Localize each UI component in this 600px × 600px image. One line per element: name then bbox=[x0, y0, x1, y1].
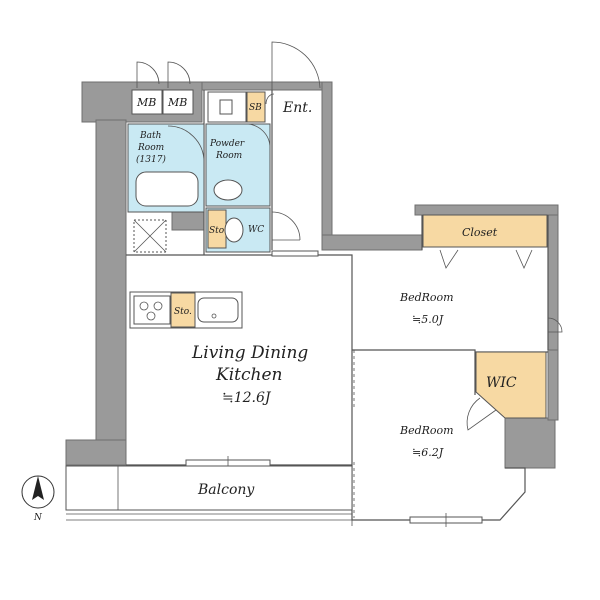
mb-label-2: MB bbox=[167, 96, 187, 109]
entrance: SB Ent. bbox=[207, 41, 321, 123]
bedroom-2: BedRoom ≒6.2J bbox=[353, 424, 454, 518]
powder-label-line1: Powder bbox=[209, 139, 245, 149]
closet-label: Closet bbox=[462, 226, 498, 239]
living-label-line1: Living Dining bbox=[191, 343, 308, 363]
closet: Closet bbox=[422, 214, 548, 269]
wic: WIC bbox=[466, 351, 547, 431]
living-dining-kitchen: Living Dining Kitchen ≒12.6J bbox=[191, 343, 355, 410]
balcony-label: Balcony bbox=[197, 482, 255, 498]
bath-label-line2: Room bbox=[137, 143, 164, 153]
wc-storage-label: Sto. bbox=[209, 226, 227, 236]
bath-label-line1: Bath bbox=[139, 131, 161, 141]
wic-label: WIC bbox=[486, 375, 517, 391]
mb-label-1: MB bbox=[136, 96, 156, 109]
kitchen-counter: Sto. bbox=[129, 291, 243, 329]
kitchen-storage-label: Sto. bbox=[174, 307, 192, 317]
sb-label: SB bbox=[249, 103, 262, 113]
powder-label-line2: Room bbox=[215, 151, 242, 161]
north-arrow-icon: N bbox=[21, 475, 55, 523]
bedroom-1-name: BedRoom bbox=[399, 291, 454, 304]
north-label: N bbox=[33, 513, 43, 523]
meter-boxes: MB MB bbox=[131, 61, 194, 115]
bedroom-2-name: BedRoom bbox=[399, 424, 454, 437]
balcony: Balcony bbox=[65, 465, 353, 526]
bedroom-1: BedRoom ≒5.0J bbox=[399, 291, 563, 333]
bedroom-1-size: ≒5.0J bbox=[412, 313, 444, 326]
windows bbox=[185, 250, 483, 527]
outer-walls bbox=[65, 81, 559, 469]
bath-size-label: (1317) bbox=[136, 154, 166, 165]
bath-room: Bath Room (1317) bbox=[127, 123, 205, 213]
wc-label: WC bbox=[248, 225, 264, 235]
entrance-label: Ent. bbox=[282, 100, 312, 116]
fridge-space bbox=[133, 219, 167, 253]
wc: Sto. WC bbox=[205, 207, 301, 253]
living-size: ≒12.6J bbox=[222, 390, 272, 406]
powder-room: Powder Room bbox=[205, 123, 271, 207]
bedroom-2-size: ≒6.2J bbox=[412, 446, 444, 459]
living-label-line2: Kitchen bbox=[215, 365, 282, 385]
